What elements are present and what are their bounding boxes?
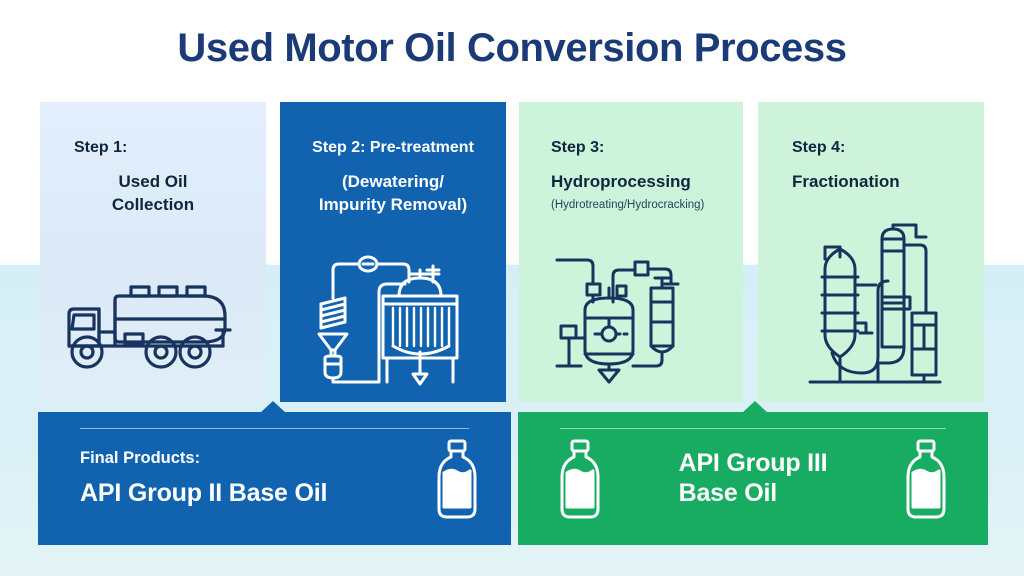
step-2-illustration xyxy=(280,252,506,388)
product-bar-green-content: API Group III Base Oil xyxy=(518,412,988,545)
oil-bottle-icon xyxy=(429,437,485,521)
product-bar-group-ii: Final Products: API Group II Base Oil xyxy=(38,401,511,545)
product-bar-green-text: API Group III Base Oil xyxy=(679,449,828,508)
product-bar-divider-blue xyxy=(80,428,469,429)
step-4-illustration xyxy=(758,217,984,392)
step-card-1: Step 1: Used Oil Collection xyxy=(40,102,266,402)
product-bar-blue-text: Final Products: API Group II Base Oil xyxy=(80,449,327,508)
dewatering-vessel-icon xyxy=(309,252,477,388)
step-1-title-line-2: Collection xyxy=(111,194,195,214)
product-name-group-ii: API Group II Base Oil xyxy=(80,478,328,507)
hydroprocessing-reactor-icon xyxy=(547,254,715,388)
step-3-illustration xyxy=(519,254,743,388)
background-band-fade xyxy=(0,262,1024,270)
step-2-label: Step 2: Pre-treatment xyxy=(312,139,474,156)
connector-arrow-green xyxy=(742,401,768,413)
step-4-title: Fractionation xyxy=(792,172,900,192)
product-bar-divider-green xyxy=(560,428,946,429)
connector-arrow-blue xyxy=(260,401,286,413)
step-card-3-header: Step 3: Hydroprocessing (Hydrotreating/H… xyxy=(519,102,743,213)
product-name-group-iii-line-2: Base Oil xyxy=(678,478,778,507)
step-card-1-header: Step 1: Used Oil Collection xyxy=(40,102,266,216)
step-card-3: Step 3: Hydroprocessing (Hydrotreating/H… xyxy=(519,102,743,402)
product-name-group-iii-line-1: API Group III xyxy=(678,449,828,477)
product-bar-group-iii: API Group III Base Oil xyxy=(518,401,988,545)
step-card-4-header: Step 4: Fractionation xyxy=(758,102,984,194)
step-card-2: Step 2: Pre-treatment (Dewatering/ Impur… xyxy=(280,102,506,402)
final-products-label: Final Products: xyxy=(80,448,201,467)
step-3-subtitle: (Hydrotreating/Hydrocracking) xyxy=(551,198,705,211)
step-1-label: Step 1: xyxy=(74,139,128,156)
page-title: Used Motor Oil Conversion Process xyxy=(177,26,847,70)
step-card-2-header: Step 2: Pre-treatment (Dewatering/ Impur… xyxy=(280,102,506,216)
product-bar-blue-content: Final Products: API Group II Base Oil xyxy=(38,412,511,545)
step-3-title: Hydroprocessing xyxy=(551,172,691,192)
step-2-title-line-1: (Dewatering/ xyxy=(341,172,445,192)
oil-bottle-icon xyxy=(898,437,954,521)
step-1-title-line-1: Used Oil xyxy=(118,172,188,192)
step-3-label: Step 3: xyxy=(551,139,605,156)
step-1-title: Used Oil Collection xyxy=(54,171,252,216)
fractionation-column-icon xyxy=(796,217,946,392)
tanker-truck-icon xyxy=(53,270,253,374)
step-1-illustration xyxy=(40,270,266,374)
step-card-4: Step 4: Fractionation xyxy=(758,102,984,402)
oil-bottle-icon xyxy=(552,437,608,521)
step-2-title: (Dewatering/ Impurity Removal) xyxy=(294,171,492,216)
step-2-title-line-2: Impurity Removal) xyxy=(318,194,468,214)
step-4-label: Step 4: xyxy=(792,139,846,156)
